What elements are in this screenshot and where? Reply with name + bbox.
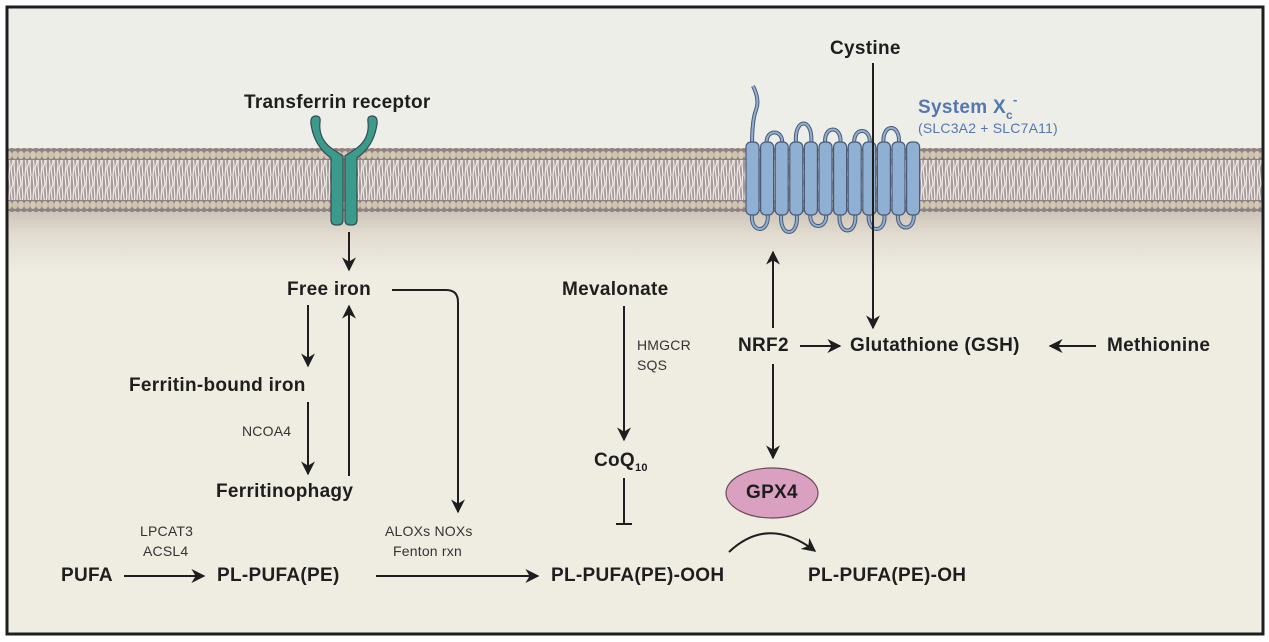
system-xc-label-main: System X [918,97,1006,118]
ferritin-bound-iron-node[interactable]: Ferritin-bound iron [129,375,306,396]
transporter-loop [896,210,915,229]
transferrin-receptor-label: Transferrin receptor [244,92,431,113]
transporter-loop [780,210,798,233]
system-xc-components: (SLC3A2 + SLC7A11) [918,120,1058,136]
cytoplasm-gradient [8,205,1262,275]
plasma-membrane [8,148,1262,212]
coq10-main: CoQ [594,450,636,471]
sqs-enzyme-label: SQS [637,357,668,373]
hmgcr-enzyme-label: HMGCR [637,337,691,353]
cystine-label: Cystine [830,38,901,59]
transporter-loop [882,127,900,147]
transmembrane-helix [847,141,862,216]
pufa-node[interactable]: PUFA [61,565,113,586]
pl-pufa-pe-ooh-node[interactable]: PL-PUFA(PE)-OOH [551,565,725,586]
n-terminal-tail [751,85,759,147]
mevalonate-node[interactable]: Mevalonate [562,279,669,300]
gpx4-enzyme-icon[interactable] [725,467,819,519]
aloxs-noxs-enzyme-label: ALOXs NOXs [385,523,473,539]
system-xc-label: System Xc- [918,92,1018,122]
methionine-node[interactable]: Methionine [1107,335,1211,356]
coq10-sub: 10 [635,462,648,474]
figure-border [5,5,1265,636]
transmembrane-helix [789,141,804,216]
transmembrane-helix [759,141,775,216]
pathway-arrows [124,63,1096,583]
transporter-loop [838,210,857,232]
extracellular-space [8,8,1262,158]
nrf2-node[interactable]: NRF2 [738,335,789,356]
arrow-free-iron-to-lipid-peroxidation [392,289,465,514]
free-iron-node[interactable]: Free iron [287,279,371,300]
acsl4-enzyme-label: ACSL4 [143,543,189,559]
pl-pufa-pe-oh-node[interactable]: PL-PUFA(PE)-OH [808,565,967,586]
transporter-loop [750,210,769,230]
pl-pufa-pe-node[interactable]: PL-PUFA(PE) [217,565,340,586]
glutathione-node[interactable]: Glutathione (GSH) [850,335,1020,356]
gpx4-label[interactable]: GPX4 [746,482,798,503]
transporter-loop [824,128,842,147]
transmembrane-helix [745,141,760,216]
transferrin-receptor-icon[interactable] [310,115,378,226]
lpcat3-enzyme-label: LPCAT3 [140,523,194,539]
transmembrane-helix [803,141,819,216]
transporter-loop [809,210,828,227]
arrow-gpx4-catalysis [728,532,817,553]
transporter-loop [794,122,813,147]
transmembrane-helix [832,141,848,216]
ncoa4-enzyme-label: NCOA4 [242,423,292,439]
transmembrane-helix [818,141,833,216]
coq10-node[interactable]: CoQ10 [594,450,648,474]
system-xc-label-sub: c [1005,108,1013,122]
transporter-loop [867,210,886,230]
fenton-rxn-label: Fenton rxn [393,543,462,559]
transmembrane-helix [876,141,892,216]
transmembrane-helix [774,141,789,216]
system-xc-label-sup: - [1012,92,1018,107]
transmembrane-helix [891,141,906,216]
system-xc-transporter-icon[interactable] [745,85,921,234]
cytoplasm [8,205,1262,633]
ferritinophagy-node[interactable]: Ferritinophagy [216,481,354,502]
transmembrane-helix [905,141,921,216]
